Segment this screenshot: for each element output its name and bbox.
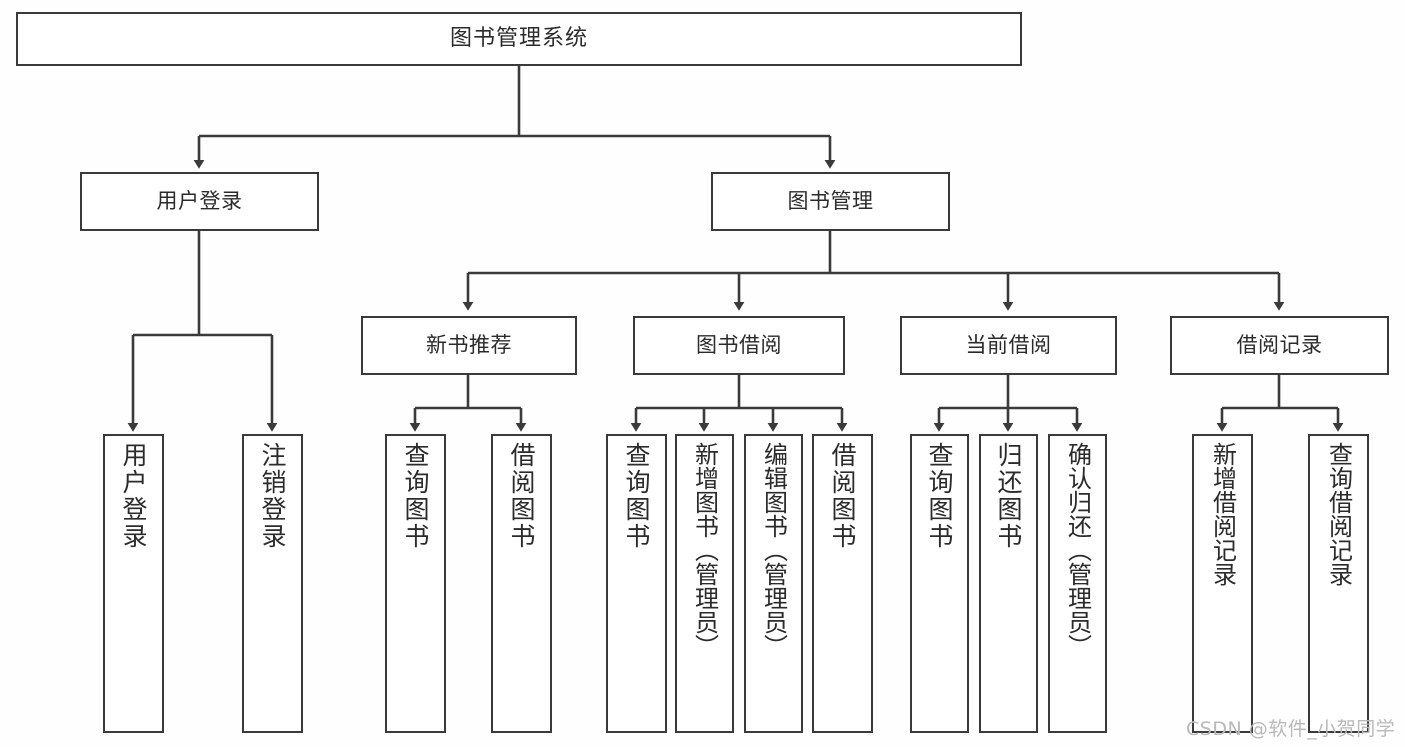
node-current-borrow[interactable]: 当前借阅 — [900, 316, 1117, 375]
node-user-login[interactable]: 用户登录 — [80, 172, 319, 231]
leaf-current-borrow-confirm-return-admin[interactable]: 确认归还（管理员） — [1048, 434, 1107, 733]
node-label: 图书借阅 — [696, 333, 782, 358]
leaf-borrow-record-query-record[interactable]: 查询借阅记录 — [1308, 434, 1369, 733]
node-label: 新增图书（管理员） — [690, 442, 719, 658]
node-label: 查询图书 — [401, 442, 430, 550]
leaf-borrow-record-add-record[interactable]: 新增借阅记录 — [1192, 434, 1253, 733]
node-label: 查询借阅记录 — [1324, 442, 1353, 586]
leaf-user-login-signout[interactable]: 注销登录 — [242, 434, 303, 733]
node-label: 借阅图书 — [507, 442, 536, 550]
leaf-new-book-borrow-book[interactable]: 借阅图书 — [491, 434, 552, 733]
node-label: 注销登录 — [258, 442, 287, 550]
node-label: 新增借阅记录 — [1208, 442, 1237, 586]
node-label: 用户登录 — [156, 189, 243, 214]
leaf-current-borrow-return-book[interactable]: 归还图书 — [979, 434, 1038, 733]
node-label: 编辑图书（管理员） — [759, 442, 788, 658]
leaf-book-borrow-query-book[interactable]: 查询图书 — [606, 434, 667, 733]
node-label: 新书推荐 — [426, 333, 512, 358]
node-label: 确认归还（管理员） — [1063, 442, 1092, 658]
node-new-book-recommend[interactable]: 新书推荐 — [361, 316, 577, 375]
leaf-user-login-signin[interactable]: 用户登录 — [103, 434, 164, 733]
node-label: 借阅图书 — [828, 442, 857, 550]
leaf-new-book-query-book[interactable]: 查询图书 — [385, 434, 446, 733]
node-label: 图书管理 — [787, 189, 874, 214]
node-borrow-record[interactable]: 借阅记录 — [1170, 316, 1389, 375]
node-label: 查询图书 — [622, 442, 651, 550]
leaf-book-borrow-add-book-admin[interactable]: 新增图书（管理员） — [675, 434, 734, 733]
leaf-book-borrow-edit-book-admin[interactable]: 编辑图书（管理员） — [744, 434, 803, 733]
leaf-book-borrow-borrow-book[interactable]: 借阅图书 — [812, 434, 873, 733]
node-root-book-management-system[interactable]: 图书管理系统 — [16, 12, 1022, 66]
node-label: 归还图书 — [994, 442, 1023, 550]
node-label: 用户登录 — [119, 442, 148, 550]
node-label: 借阅记录 — [1236, 333, 1323, 358]
csdn-watermark: CSDN @软件_小贺同学 — [1186, 718, 1396, 740]
node-book-management[interactable]: 图书管理 — [711, 172, 950, 231]
node-label: 查询图书 — [925, 442, 954, 550]
node-book-borrow[interactable]: 图书借阅 — [633, 316, 845, 375]
node-label: 图书管理系统 — [449, 26, 588, 52]
leaf-current-borrow-query-book[interactable]: 查询图书 — [910, 434, 969, 733]
node-label: 当前借阅 — [965, 333, 1052, 358]
